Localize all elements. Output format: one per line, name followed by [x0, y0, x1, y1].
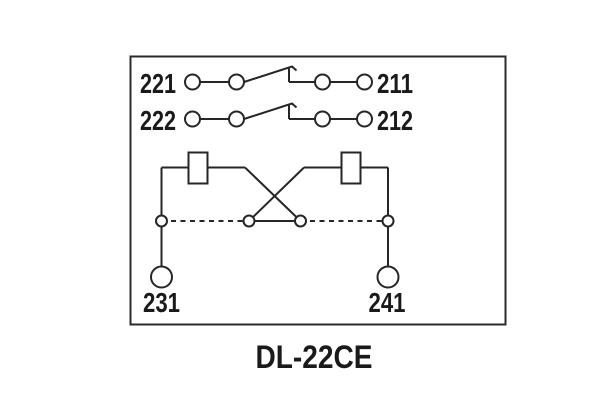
junction-node [242, 214, 256, 228]
terminal-node [228, 110, 245, 128]
contact-row-2: 222 212 [140, 102, 413, 136]
schematic-border [129, 55, 507, 326]
terminal-node [314, 73, 331, 91]
switch-blade [243, 65, 298, 83]
terminal-241-circle [376, 265, 400, 289]
contact-row-1: 221 211 [140, 65, 413, 99]
crossover-wire-left-to-right [244, 166, 302, 222]
terminal-node [356, 110, 373, 128]
terminal-node [184, 73, 201, 91]
terminal-231-circle [150, 265, 173, 289]
bottom-terminals: 231 241 [143, 265, 406, 318]
coil-right [340, 151, 362, 185]
switch-blade [243, 102, 298, 120]
terminal-node [228, 73, 245, 91]
junction-node [381, 214, 395, 228]
coil-left [187, 151, 209, 185]
coil-circuit [155, 151, 395, 267]
terminal-label-222: 222 [140, 105, 176, 136]
terminal-label-212: 212 [377, 105, 413, 136]
model-label: DL-22CE [256, 339, 373, 375]
terminal-label-231: 231 [143, 287, 180, 318]
terminal-node [314, 110, 331, 128]
terminal-label-221: 221 [140, 68, 176, 99]
junction-node [294, 214, 307, 228]
terminal-label-211: 211 [377, 68, 413, 99]
terminal-node [356, 73, 373, 91]
crossover-wire-right-to-left [248, 166, 305, 222]
junction-node [155, 214, 168, 228]
terminal-label-241: 241 [369, 287, 406, 318]
terminal-node [184, 110, 201, 128]
